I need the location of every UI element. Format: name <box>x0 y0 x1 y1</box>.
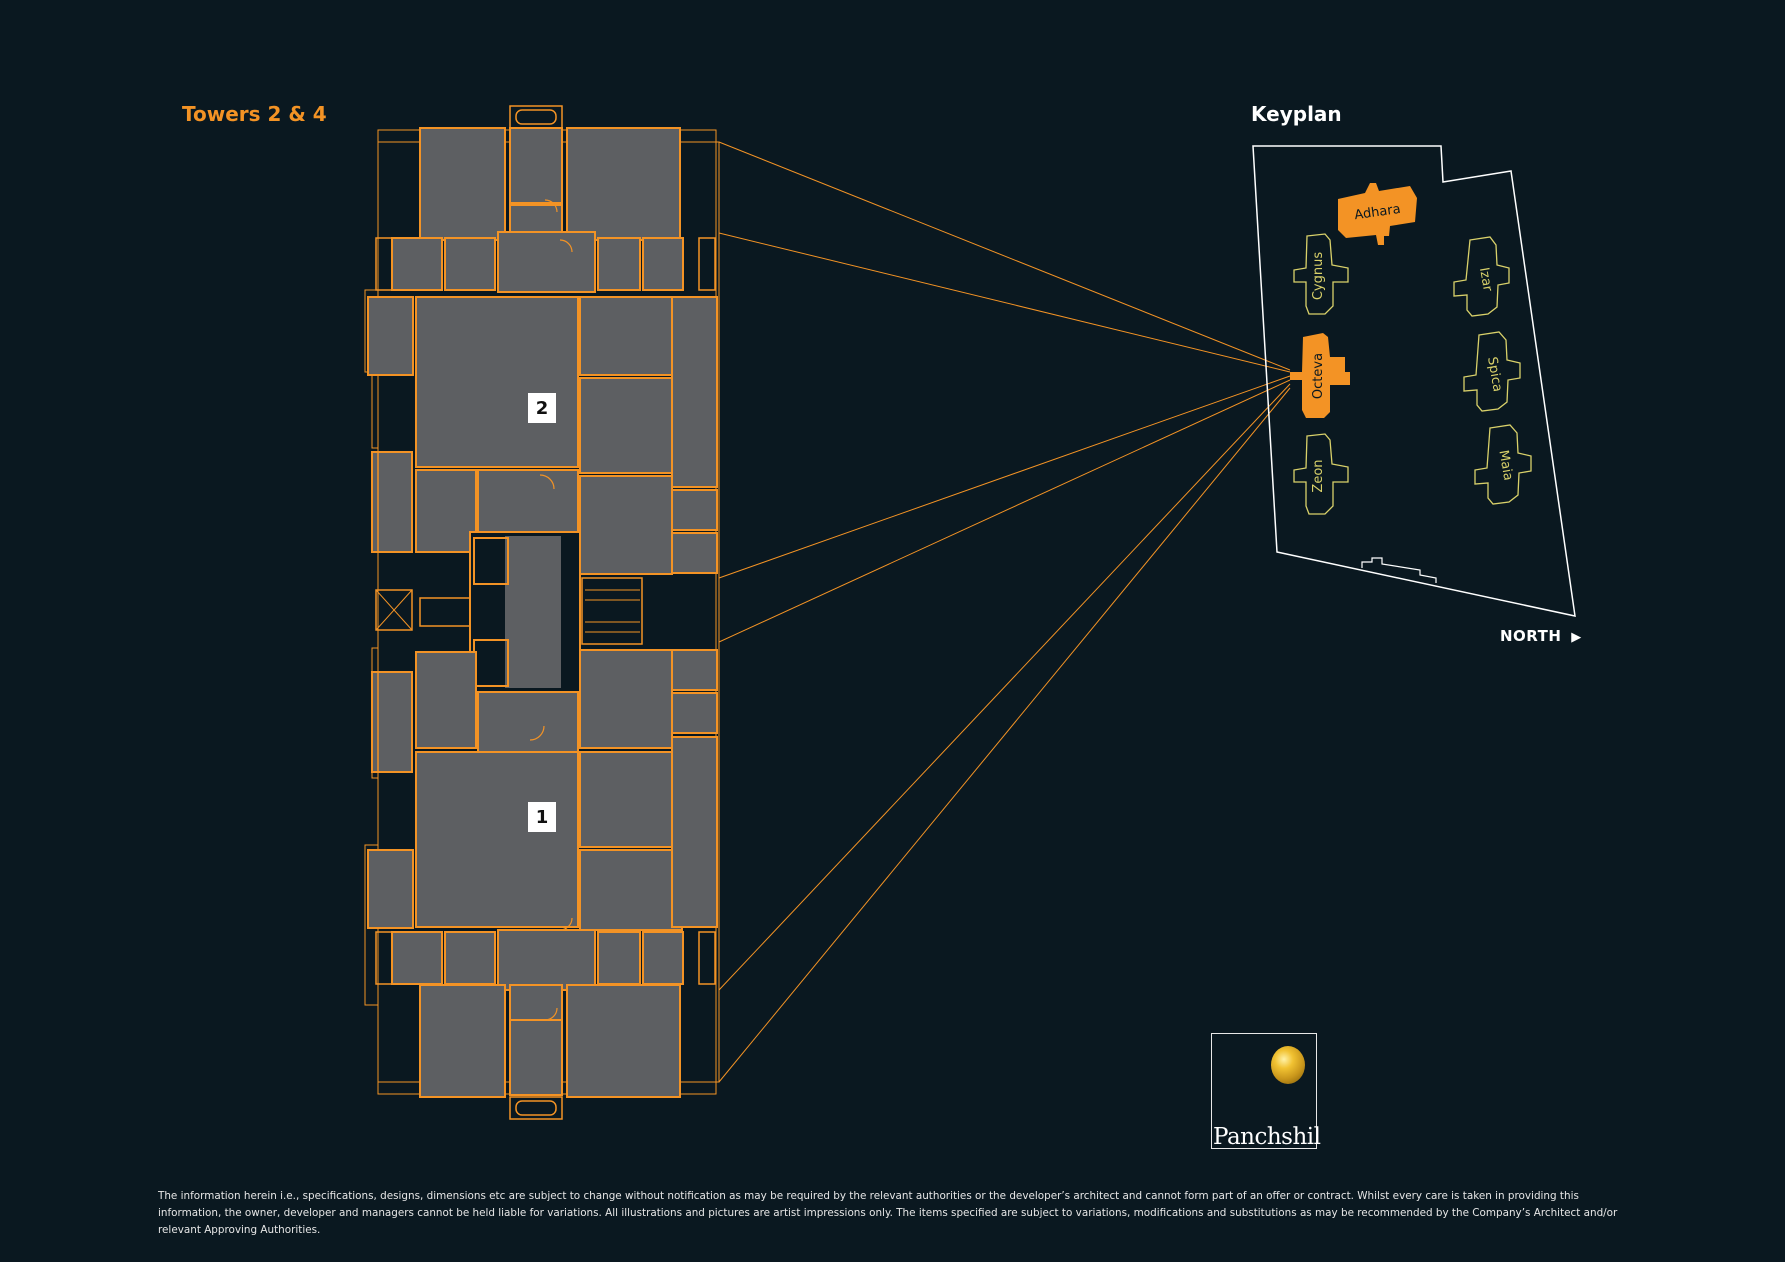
panchshil-logo: Panchshil <box>1211 1033 1321 1150</box>
north-arrow-icon: ▶ <box>1571 630 1582 645</box>
building-octeva[interactable] <box>1290 333 1350 418</box>
building-zeon[interactable] <box>1293 433 1349 515</box>
building-maia[interactable] <box>1474 424 1532 505</box>
keyplan-title: Keyplan <box>1251 102 1342 126</box>
label-maia: Maia <box>1495 449 1515 482</box>
balcony-details <box>375 105 716 1120</box>
lower-apartment <box>367 649 718 1098</box>
label-zeon: Zeon <box>1311 459 1326 492</box>
north-indicator: NORTH ▶ <box>1500 627 1582 645</box>
site-entrance <box>1361 557 1437 583</box>
label-spica: Spica <box>1484 356 1505 393</box>
building-spica[interactable] <box>1463 331 1521 412</box>
disclaimer-text: The information herein i.e., specificati… <box>158 1190 1618 1236</box>
building-labels: Adhara Cygnus Izar Octeva Spica Zeon Mai… <box>1311 202 1516 493</box>
label-adhara: Adhara <box>1353 202 1401 223</box>
connector-lines <box>718 141 1291 1083</box>
label-octeva: Octeva <box>1311 353 1326 399</box>
logo-orb-icon <box>1271 1046 1305 1084</box>
tower-floor-plan <box>364 105 720 1120</box>
upper-apartment <box>367 127 718 575</box>
label-cygnus: Cygnus <box>1311 252 1326 301</box>
building-izar[interactable] <box>1453 236 1510 317</box>
logo-text: Panchshil <box>1213 1124 1321 1150</box>
door-swings <box>529 199 573 1021</box>
site-boundary <box>1252 145 1576 617</box>
core <box>375 531 643 693</box>
floor-plan-title: Towers 2 & 4 <box>182 102 327 126</box>
unit-badge-2: 2 <box>528 393 556 423</box>
unit-badge-1: 1 <box>528 802 556 832</box>
building-cygnus[interactable] <box>1293 233 1349 315</box>
label-izar: Izar <box>1476 266 1495 293</box>
north-label-text: NORTH <box>1500 627 1562 645</box>
keyplan: Adhara Cygnus Izar Octeva Spica Zeon Mai… <box>1252 145 1576 617</box>
building-adhara[interactable] <box>1338 183 1417 245</box>
